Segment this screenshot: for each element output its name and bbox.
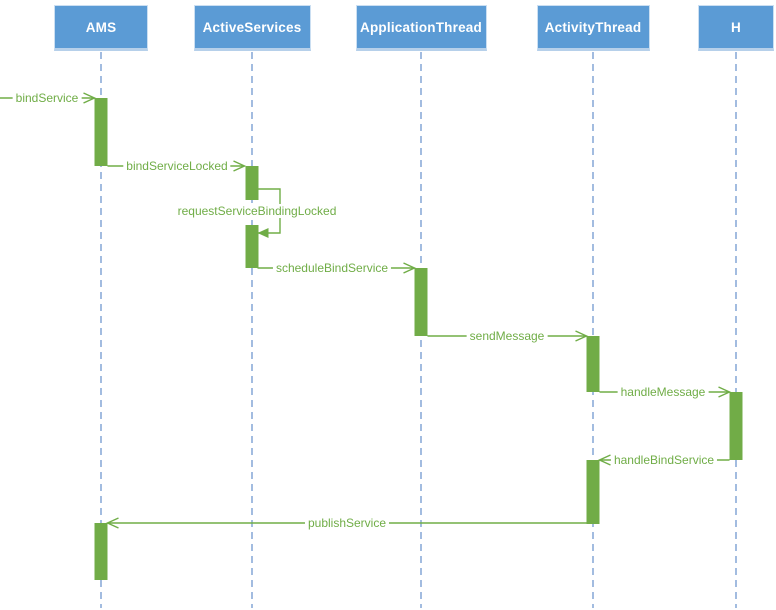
activation-bar-ams [94,523,108,580]
activation-bar-activitythread [586,460,600,524]
activation-bar-applicationthread [414,268,428,336]
participant-box-ams: AMS [54,5,148,51]
message-label-bindservice: bindService [12,91,82,105]
arrowhead-handlebindservice [597,454,611,466]
activation-bar-activitythread [586,336,600,392]
participant-box-activitythread: ActivityThread [536,5,650,51]
activation-bar-ams [94,98,108,166]
activation-bar-activeservices [245,225,259,268]
message-label-requestservicebindinglocked: requestServiceBindingLocked [174,204,340,218]
message-label-schedulebindservice: scheduleBindService [272,261,392,275]
activation-bar-activeservices [245,166,259,200]
arrowhead-sendmessage [575,330,589,342]
participant-box-h: H [698,5,774,51]
arrowhead-bindservicelocked [233,160,247,172]
message-label-handlemessage: handleMessage [617,385,709,399]
arrowhead-publishservice [105,517,119,529]
activation-bar-h [729,392,743,460]
message-label-sendmessage: sendMessage [466,329,548,343]
message-label-bindservicelocked: bindServiceLocked [123,159,231,173]
arrowhead-bindservice [83,92,97,104]
message-label-handlebindservice: handleBindService [610,453,718,467]
participant-box-activeservices: ActiveServices [193,5,311,51]
arrowhead-requestservicebindinglocked [257,228,269,238]
arrowhead-schedulebindservice [403,262,417,274]
message-label-publishservice: publishService [304,516,390,530]
arrowhead-handlemessage [718,386,732,398]
participant-box-applicationthread: ApplicationThread [355,5,487,51]
